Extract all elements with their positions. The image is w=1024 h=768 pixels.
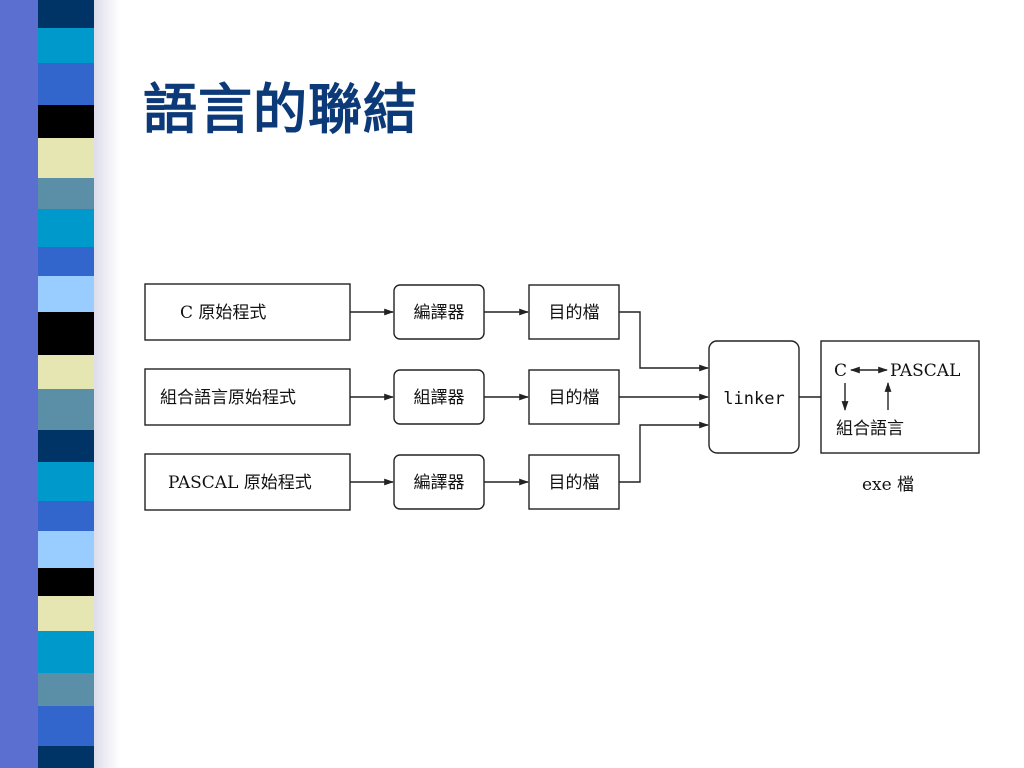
exe-label-asm: 組合語言 [836, 419, 904, 439]
row-asm: 組合語言原始程式 組譯器 目的檔 [144, 368, 709, 426]
source-label-pascal: PASCAL 原始程式 [168, 473, 312, 493]
row-c: C 原始程式 編譯器 目的檔 [144, 283, 709, 372]
stripe-segment [38, 706, 94, 746]
decorative-stripe-bar [0, 0, 120, 768]
object-label-pascal: 目的檔 [549, 473, 600, 493]
assembler-label: 組譯器 [414, 388, 465, 408]
object-label-asm: 目的檔 [549, 388, 600, 408]
compiler-label-pascal: 編譯器 [414, 473, 465, 493]
stripe-segment [38, 247, 94, 276]
arrow-to-linker [619, 311, 709, 372]
stripe-segment [38, 138, 94, 178]
source-label-asm: 組合語言原始程式 [160, 388, 296, 408]
exe-caption: exe 檔 [862, 475, 914, 495]
stripe-segment [38, 596, 94, 631]
stripe-segment [38, 462, 94, 501]
object-box-asm [528, 369, 620, 425]
source-label-c: C 原始程式 [180, 303, 266, 323]
stripe-segment [38, 673, 94, 706]
stripe-segment [38, 746, 94, 768]
object-label-c: 目的檔 [549, 303, 600, 323]
stripe-segment [38, 0, 94, 28]
exe-label-c: C [834, 361, 847, 381]
stripe-base [0, 0, 38, 768]
stripe-segment [38, 531, 94, 568]
row-pascal: PASCAL 原始程式 編譯器 目的檔 [144, 421, 709, 511]
source-box-c [144, 283, 351, 341]
source-box-pascal [144, 453, 351, 511]
stripe-segment [38, 28, 94, 63]
stripe-segment [38, 430, 94, 462]
source-box-asm [144, 368, 351, 426]
stripe-segment [38, 389, 94, 430]
stripe-segment [38, 568, 94, 596]
stripe-segment [38, 178, 94, 209]
stripe-segment [38, 63, 94, 105]
object-box-pascal [528, 454, 620, 510]
object-box-c [528, 284, 620, 340]
stripe-segment [38, 355, 94, 389]
stripe-segment [38, 276, 94, 312]
stripe-segment [38, 209, 94, 247]
exe-label-pascal: PASCAL [890, 361, 960, 381]
compiler-label-c: 編譯器 [414, 303, 465, 323]
stripe-segment [38, 105, 94, 138]
stripe-segment [38, 312, 94, 355]
slide-title: 語言的聯結 [143, 77, 418, 141]
stripe-segment [38, 501, 94, 531]
exe-box [820, 340, 980, 454]
stripe-segment [38, 631, 94, 673]
linker-label: linker [723, 389, 784, 409]
arrow-to-linker [619, 421, 709, 483]
